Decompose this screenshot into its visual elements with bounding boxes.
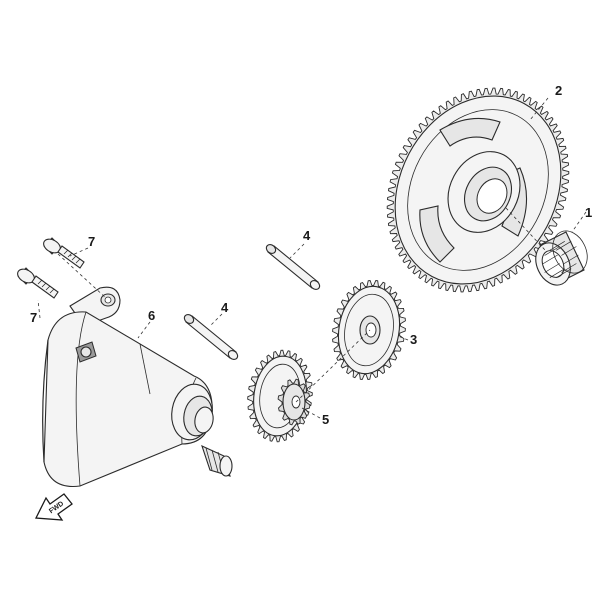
part-7-bolt-upper: [43, 237, 85, 269]
part-7-bolt-lower: [17, 267, 59, 299]
gear-web-opening: [439, 117, 501, 147]
callout-7-upper: 7: [88, 234, 95, 249]
part-5-reduction-gear: [247, 349, 313, 443]
part-6-starter-motor: [42, 286, 233, 488]
leader-lines: [37, 97, 587, 419]
forward-arrow-icon: FWD: [34, 493, 73, 521]
callout-4-lower: 4: [221, 300, 229, 315]
gear-web-opening: [419, 205, 455, 263]
callout-2: 2: [555, 83, 562, 98]
callout-4-upper: 4: [303, 228, 311, 243]
callout-7-lower: 7: [30, 310, 37, 325]
callout-1: 1: [585, 205, 592, 220]
part-4-shaft-lower: [183, 314, 239, 360]
callout-6: 6: [148, 308, 155, 323]
part-2-large-gear: [386, 87, 570, 293]
part-3-idle-gear: [332, 279, 406, 381]
bearing-needles: [542, 240, 579, 279]
callout-5: 5: [322, 412, 329, 427]
callout-3: 3: [410, 332, 417, 347]
callout-numbers: 2 1 3 4 4 5 6 7 7: [30, 83, 592, 427]
part-1-needle-bearing: [535, 230, 588, 286]
part-4-shaft-upper: [265, 244, 321, 290]
